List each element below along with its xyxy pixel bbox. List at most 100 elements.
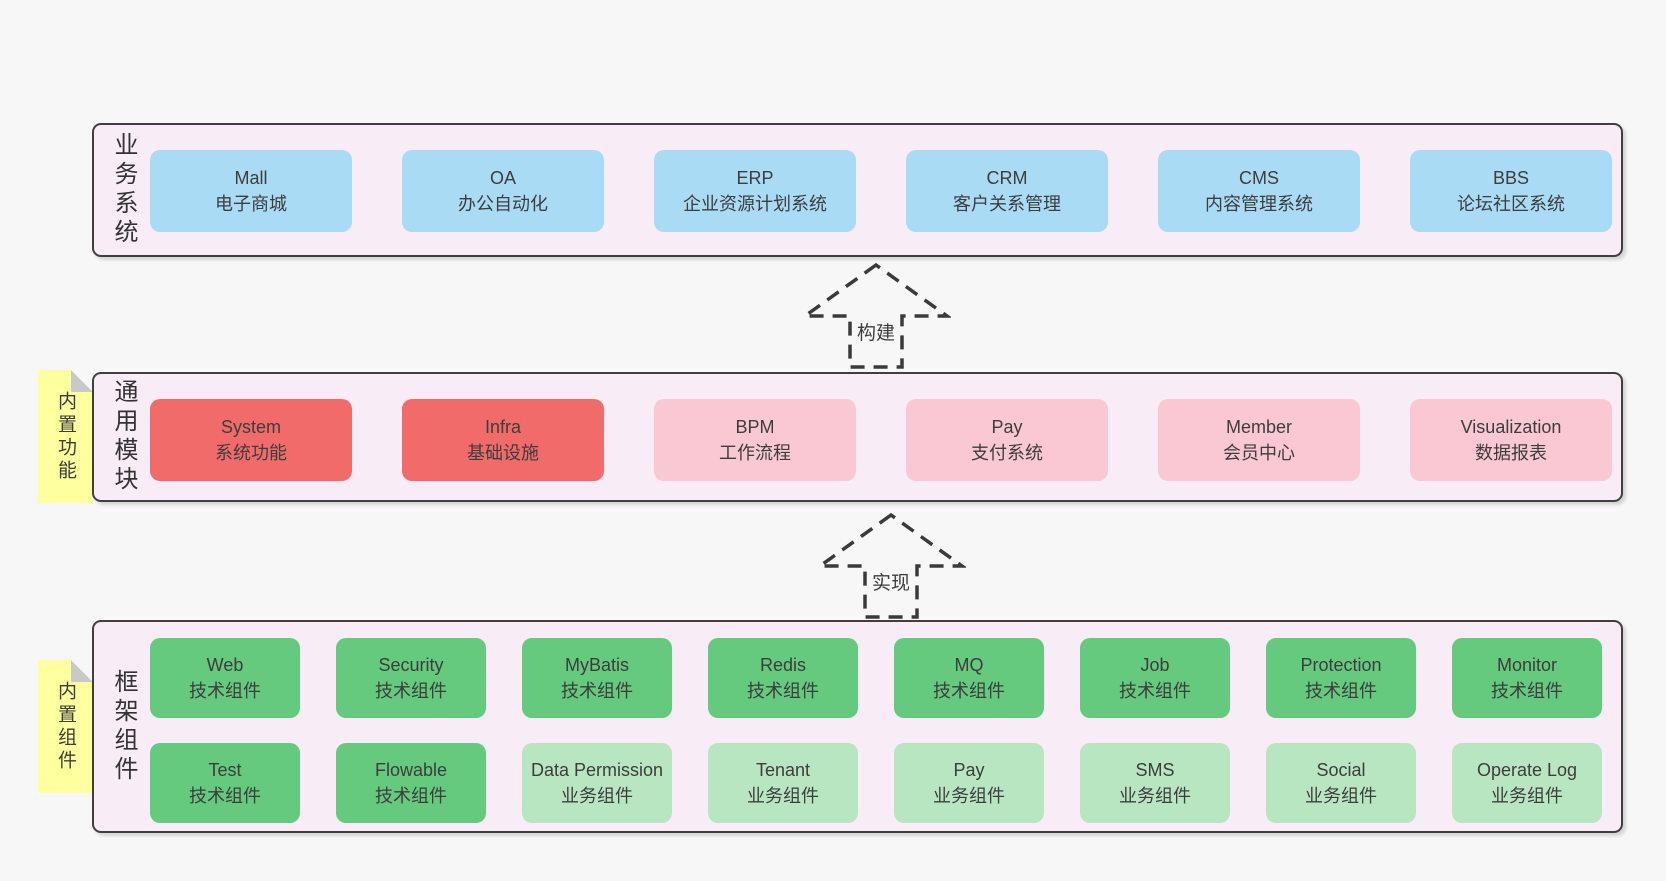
module-name: Tenant xyxy=(755,760,811,780)
module-subtitle: 技术组件 xyxy=(375,681,447,701)
module-box-protection: Protection 技术组件 xyxy=(1266,638,1416,718)
module-name: Member xyxy=(1225,417,1292,437)
module-name: MyBatis xyxy=(564,655,629,675)
module-name: Test xyxy=(208,760,242,780)
dashed-up-arrow-icon xyxy=(816,512,966,619)
module-name: MQ xyxy=(954,655,984,675)
module-name: Mall xyxy=(234,168,268,188)
module-box-bpm: BPM 工作流程 xyxy=(654,399,856,481)
folded-corner-icon xyxy=(71,370,93,392)
arrow-build: 构建 xyxy=(801,262,951,370)
module-subtitle: 业务组件 xyxy=(561,786,633,806)
module-name: Redis xyxy=(759,655,807,675)
module-subtitle: 企业资源计划系统 xyxy=(683,194,827,214)
module-subtitle: 业务组件 xyxy=(1119,786,1191,806)
module-box-security: Security 技术组件 xyxy=(336,638,486,718)
module-box-mall: Mall 电子商城 xyxy=(150,150,352,232)
module-name: SMS xyxy=(1135,760,1175,780)
module-box-flowable: Flowable 技术组件 xyxy=(336,743,486,823)
module-name: CRM xyxy=(986,168,1028,188)
module-subtitle: 基础设施 xyxy=(467,443,539,463)
module-box-mq: MQ 技术组件 xyxy=(894,638,1044,718)
folded-corner-icon xyxy=(71,660,93,682)
band-framework-components-label: 框架组件 xyxy=(110,668,137,785)
module-box-visualization: Visualization 数据报表 xyxy=(1410,399,1612,481)
module-subtitle: 业务组件 xyxy=(933,786,1005,806)
module-subtitle: 支付系统 xyxy=(971,443,1043,463)
module-box-sms: SMS 业务组件 xyxy=(1080,743,1230,823)
module-box-system: System 系统功能 xyxy=(150,399,352,481)
sticky-note-builtin-components: 内置组件 xyxy=(38,660,93,793)
module-name: BPM xyxy=(735,417,775,437)
module-name: Web xyxy=(206,655,244,675)
module-name: Visualization xyxy=(1460,417,1562,437)
module-name: Job xyxy=(1140,655,1170,675)
module-subtitle: 数据报表 xyxy=(1475,443,1547,463)
sticky-note-label: 内置组件 xyxy=(55,680,76,773)
arrow-implement-label: 实现 xyxy=(867,568,915,595)
module-box-tenant: Tenant 业务组件 xyxy=(708,743,858,823)
module-subtitle: 技术组件 xyxy=(933,681,1005,701)
module-name: Operate Log xyxy=(1476,760,1578,780)
module-name: ERP xyxy=(736,168,774,188)
sticky-note-label: 内置功能 xyxy=(55,390,76,483)
module-name: Flowable xyxy=(374,760,448,780)
module-box-erp: ERP 企业资源计划系统 xyxy=(654,150,856,232)
module-box-cms: CMS 内容管理系统 xyxy=(1158,150,1360,232)
module-subtitle: 技术组件 xyxy=(1119,681,1191,701)
band-common-modules-label: 通用模块 xyxy=(110,379,137,495)
module-subtitle: 技术组件 xyxy=(561,681,633,701)
module-box-crm: CRM 客户关系管理 xyxy=(906,150,1108,232)
module-name: Monitor xyxy=(1496,655,1558,675)
module-subtitle: 客户关系管理 xyxy=(953,194,1061,214)
module-subtitle: 系统功能 xyxy=(215,443,287,463)
module-name: BBS xyxy=(1492,168,1530,188)
module-subtitle: 工作流程 xyxy=(719,443,791,463)
module-name: OA xyxy=(489,168,516,188)
module-subtitle: 技术组件 xyxy=(189,786,261,806)
module-name: Social xyxy=(1316,760,1366,780)
module-name: Security xyxy=(378,655,444,675)
module-subtitle: 内容管理系统 xyxy=(1205,194,1313,214)
module-box-monitor: Monitor 技术组件 xyxy=(1452,638,1602,718)
module-subtitle: 论坛社区系统 xyxy=(1457,194,1565,214)
module-box-redis: Redis 技术组件 xyxy=(708,638,858,718)
module-name: Protection xyxy=(1300,655,1382,675)
module-subtitle: 技术组件 xyxy=(189,681,261,701)
module-box-job: Job 技术组件 xyxy=(1080,638,1230,718)
module-box-pay-biz: Pay 业务组件 xyxy=(894,743,1044,823)
module-subtitle: 技术组件 xyxy=(1305,681,1377,701)
arrow-implement: 实现 xyxy=(816,512,966,620)
module-box-operate-log: Operate Log 业务组件 xyxy=(1452,743,1602,823)
module-box-social: Social 业务组件 xyxy=(1266,743,1416,823)
module-name: Pay xyxy=(953,760,985,780)
module-box-test: Test 技术组件 xyxy=(150,743,300,823)
module-name: System xyxy=(220,417,281,437)
module-subtitle: 技术组件 xyxy=(747,681,819,701)
band-business-systems-label: 业务系统 xyxy=(110,132,137,248)
module-box-bbs: BBS 论坛社区系统 xyxy=(1410,150,1612,232)
module-subtitle: 技术组件 xyxy=(375,786,447,806)
sticky-note-builtin-features: 内置功能 xyxy=(38,370,93,503)
module-subtitle: 电子商城 xyxy=(215,194,287,214)
module-subtitle: 业务组件 xyxy=(747,786,819,806)
module-subtitle: 业务组件 xyxy=(1305,786,1377,806)
module-box-mybatis: MyBatis 技术组件 xyxy=(522,638,672,718)
module-subtitle: 技术组件 xyxy=(1491,681,1563,701)
arrow-build-label: 构建 xyxy=(852,318,900,345)
module-name: CMS xyxy=(1239,168,1279,188)
module-subtitle: 业务组件 xyxy=(1491,786,1563,806)
dashed-up-arrow-icon xyxy=(801,262,951,369)
